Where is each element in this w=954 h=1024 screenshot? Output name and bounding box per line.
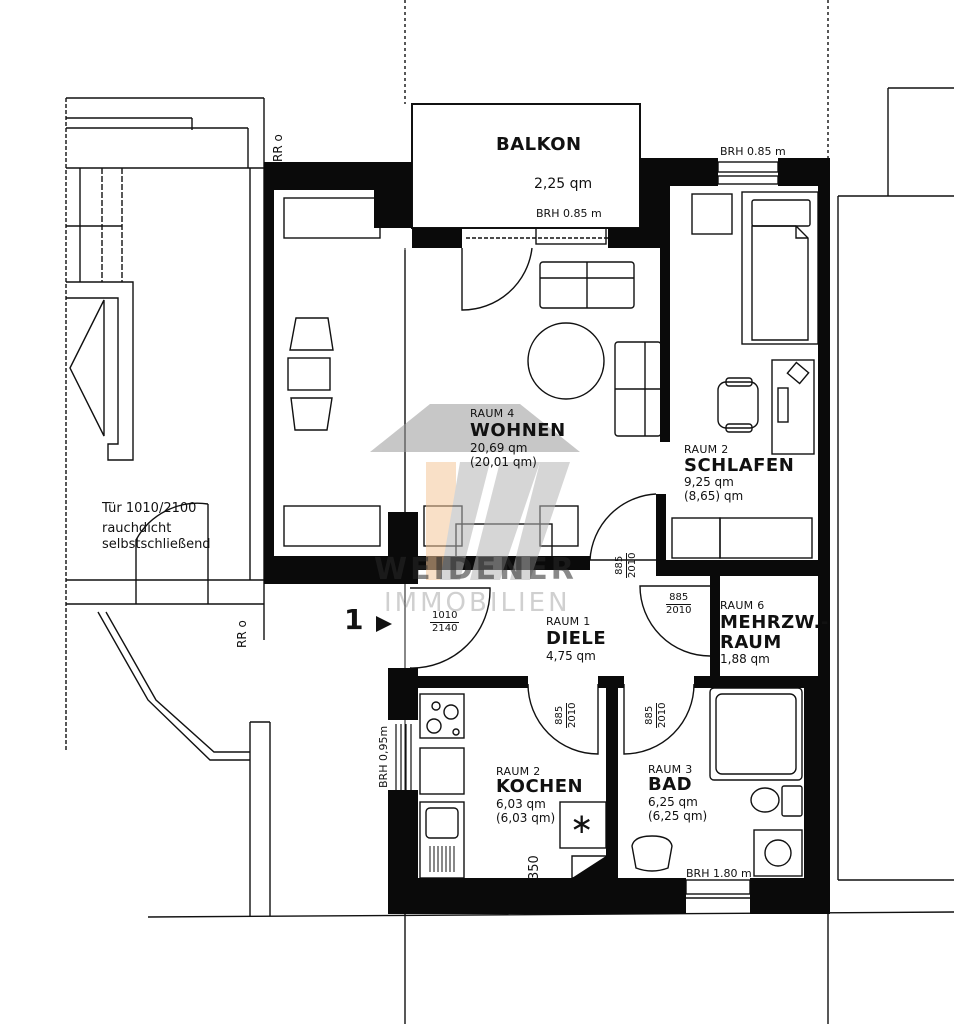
door-width: 885 (614, 552, 627, 578)
stove-asterisk-icon: ∗ (570, 807, 594, 840)
stairwell (65, 97, 271, 916)
room-name: SCHLAFEN (684, 455, 795, 476)
door-size-kochen: 885 2010 (554, 702, 578, 728)
room-name: WOHNEN (470, 420, 566, 441)
entrance-arrow-icon (376, 616, 392, 632)
room-area-alt: (20,01 qm) (470, 455, 537, 469)
watermark-line2: IMMOBILIEN (384, 588, 571, 618)
door-width: 885 (554, 702, 567, 728)
riser-label-bottom: RR o (235, 620, 249, 648)
note-line2: rauchdicht (102, 521, 172, 536)
room-area: 2,25 qm (534, 176, 593, 192)
room-number: RAUM 6 (720, 599, 765, 612)
door-width: 1010 (430, 610, 460, 623)
door-height: 2010 (656, 702, 668, 728)
room-area: 20,69 qm (470, 441, 528, 455)
door-height: 2140 (432, 622, 458, 634)
door-width: 885 (666, 592, 692, 605)
window-note-bad: BRH 1.80 m (686, 867, 752, 880)
watermark-logo (370, 404, 580, 580)
door-height: 2010 (666, 604, 692, 616)
door-height: 2010 (626, 552, 638, 578)
room-area-alt: (6,03 qm) (496, 811, 556, 825)
room-number: RAUM 2 (496, 765, 541, 778)
room-number: RAUM 1 (546, 615, 591, 628)
room-area: 6,25 qm (648, 795, 698, 809)
room-area: 4,75 qm (546, 649, 596, 663)
room-number: RAUM 2 (684, 443, 729, 456)
window-note-kochen: BRH 0,95m (377, 725, 390, 788)
room-name: KOCHEN (496, 776, 584, 797)
entrance-number: 1 (344, 603, 364, 636)
watermark-line1: WEIDENER (374, 552, 577, 587)
room-number: RAUM 4 (470, 407, 515, 420)
room-area: 9,25 qm (684, 475, 734, 489)
door-size-bad: 885 2010 (644, 702, 668, 728)
window-note-schlafen: BRH 0.85 m (720, 145, 786, 158)
room-name: DIELE (546, 628, 607, 649)
room-name: BAD (648, 774, 693, 795)
room-number: RAUM 3 (648, 763, 693, 776)
room-name: BALKON (496, 134, 582, 155)
dimension-350: 350 (527, 855, 542, 880)
room-area: 1,88 qm (720, 652, 770, 666)
note-line3: selbstschließend (102, 537, 211, 552)
note-line1: Tür 1010/2100 (102, 501, 197, 516)
room-area-alt: (6,25 qm) (648, 809, 708, 823)
riser-label-top: RR o (271, 134, 285, 162)
room-area: 6,03 qm (496, 797, 546, 811)
walls (264, 158, 830, 914)
door-size-schlafen: 885 2010 (614, 552, 638, 578)
room-name: MEHRZW.- (720, 612, 829, 633)
window-note-balkon: BRH 0.85 m (536, 207, 602, 220)
door-width: 885 (644, 702, 657, 728)
room-area-alt: (8,65) qm (684, 489, 744, 503)
door-size-entrance: 1010 2140 (430, 610, 460, 634)
room-name-line2: RAUM (720, 632, 782, 653)
door-size-mehrzweck: 885 2010 (666, 592, 692, 616)
door-height: 2010 (566, 702, 578, 728)
